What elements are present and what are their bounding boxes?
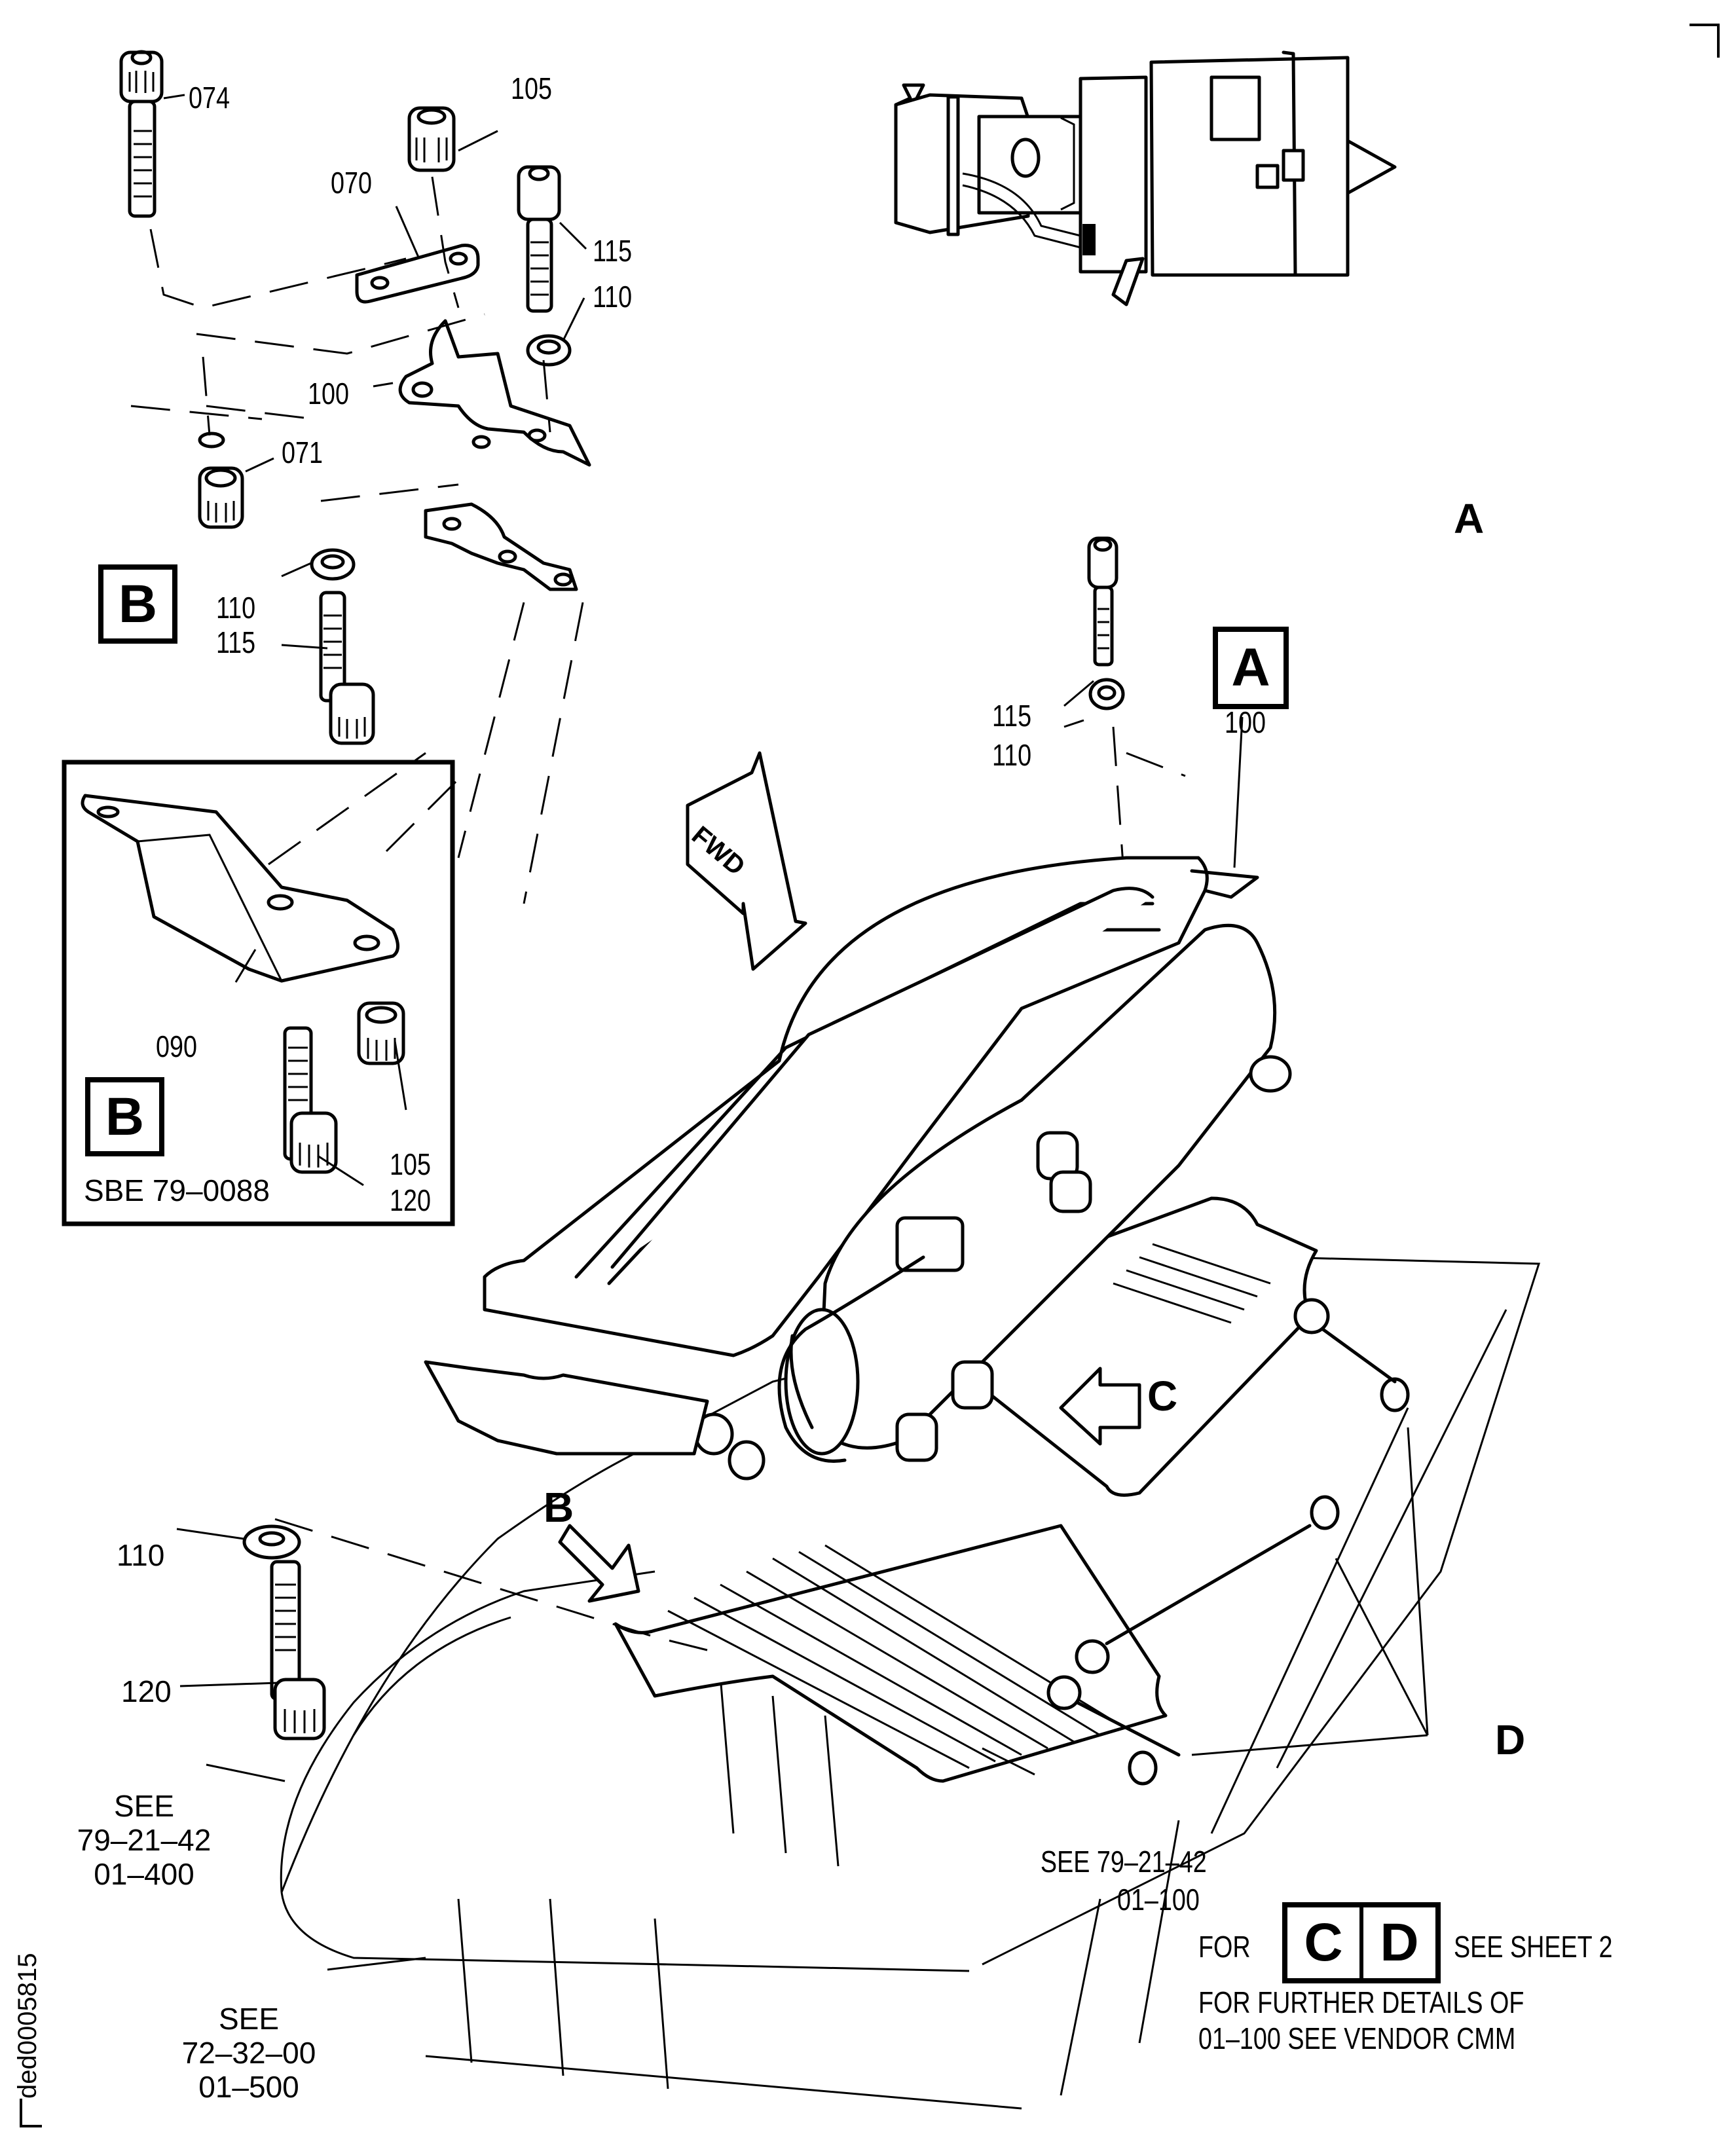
- ref-line: SEE 79–21–42: [1040, 1845, 1207, 1879]
- main-assembly: [280, 856, 1541, 2110]
- reference-72-32-00-01-500: SEE 72–32–00 01–500: [167, 2004, 331, 2102]
- callout-115: 115: [216, 625, 256, 659]
- engine-view-label-a: A: [1454, 495, 1485, 542]
- callout-label-d: D: [1495, 1716, 1526, 1763]
- note-see-sheet: SEE SHEET 2: [1454, 1930, 1613, 1964]
- box-c: C: [1304, 1913, 1343, 1972]
- reference-79-21-42-01-100: SEE 79–21–42 01–100: [1022, 1847, 1270, 1915]
- arrow-c-shape: [1059, 1367, 1141, 1446]
- washer-110-A: [1088, 678, 1125, 710]
- washer-110-mid: [310, 548, 356, 581]
- arrow-label-b: B: [544, 1484, 574, 1531]
- inset-frame: [62, 760, 455, 1226]
- callout-074: 074: [189, 81, 230, 115]
- link-rods: [1046, 1298, 1410, 1786]
- inset-caption: SBE 79–0088: [84, 1173, 270, 1207]
- document-id: ded0005815: [13, 1953, 42, 2099]
- callout-115: 115: [593, 234, 633, 268]
- ref-line: 01–500: [198, 2070, 299, 2104]
- box-d: D: [1359, 1907, 1435, 1978]
- callout-105: 105: [511, 71, 552, 105]
- view-label-b: B: [98, 564, 177, 644]
- bolt-115-A: [1087, 536, 1118, 667]
- callout-071: 071: [282, 435, 323, 469]
- bolt-074: [119, 50, 164, 218]
- callout-120: 120: [121, 1674, 172, 1708]
- callout-100: 100: [1225, 705, 1266, 739]
- view-label-a: A: [1213, 627, 1289, 709]
- nut-071: [198, 432, 244, 529]
- arrow-label-c: C: [1147, 1372, 1178, 1420]
- frame-corner-mark: [1690, 24, 1720, 58]
- view-label-b-inset: B: [85, 1077, 164, 1156]
- note-for: FOR: [1198, 1930, 1251, 1964]
- callout-090: 090: [156, 1029, 197, 1063]
- cd-view-box: C D: [1282, 1902, 1441, 1983]
- reference-79-21-42-01-400: SEE 79–21–42 01–400: [62, 1791, 226, 1889]
- bracket-100-top: [398, 319, 591, 591]
- bolt-120-inset: [283, 1026, 338, 1174]
- bolt-115-top: [517, 165, 561, 313]
- ref-line: SEE: [113, 1789, 175, 1823]
- nut-105-inset: [357, 1001, 405, 1065]
- note-further-details-2: 01–100 SEE VENDOR CMM: [1198, 2021, 1516, 2055]
- note-further-details-1: FOR FURTHER DETAILS OF: [1198, 1985, 1524, 2019]
- arrow-b-shape: [558, 1524, 640, 1603]
- bracket-090: [81, 794, 399, 983]
- frame-corner-mark: [20, 2099, 42, 2127]
- bolt-115-mid: [319, 591, 375, 745]
- callout-110: 110: [216, 591, 256, 625]
- callout-110: 110: [992, 738, 1032, 772]
- callout-110: 110: [593, 280, 633, 314]
- callout-070: 070: [331, 166, 372, 200]
- ref-line: 01–100: [1117, 1883, 1200, 1917]
- callout-110: 110: [117, 1538, 165, 1572]
- ref-line: 79–21–42: [77, 1823, 212, 1857]
- nut-105-top: [407, 106, 456, 172]
- bolt-120-low: [270, 1560, 326, 1740]
- ref-line: 72–32–00: [181, 2036, 316, 2070]
- plate-070: [355, 244, 480, 304]
- leader-lines: [163, 94, 1244, 1971]
- engine-locator-view: [894, 50, 1397, 306]
- callout-115: 115: [992, 699, 1032, 733]
- ref-line: SEE: [218, 2002, 280, 2036]
- ref-line: 01–400: [94, 1857, 194, 1891]
- callout-100: 100: [308, 377, 349, 411]
- callout-105: 105: [390, 1147, 431, 1181]
- callout-120: 120: [390, 1183, 431, 1217]
- washer-110-top: [526, 334, 572, 367]
- fwd-arrow-shape: [686, 751, 807, 971]
- washer-110-low: [242, 1524, 301, 1560]
